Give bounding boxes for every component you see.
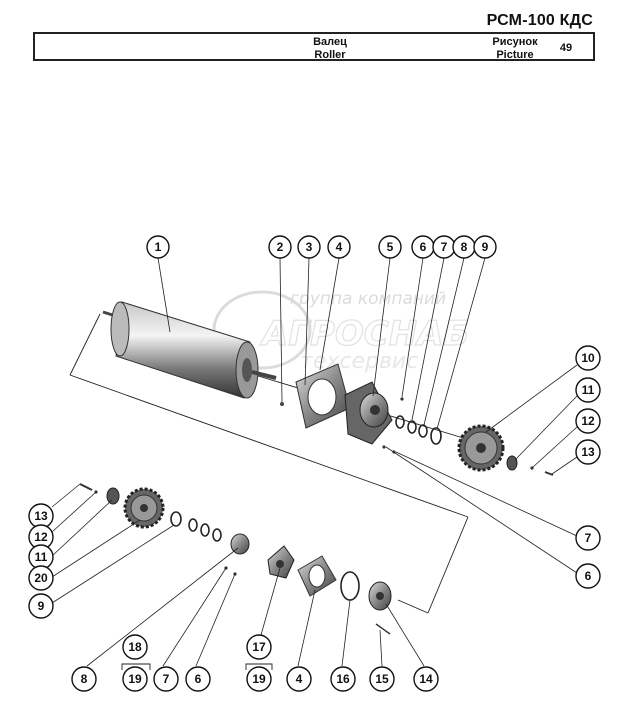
svg-text:19: 19 [252, 672, 266, 686]
sprocket-top [457, 424, 505, 472]
callout-6-bottom: 6 [185, 666, 211, 692]
svg-text:9: 9 [482, 240, 489, 254]
figure-number: 49 [559, 42, 573, 54]
rings-set-bottom [170, 511, 222, 542]
rings-set [395, 415, 442, 445]
callout-10: 10 [575, 345, 601, 371]
callout-12: 12 [575, 408, 601, 434]
callout-8-bottom: 8 [71, 666, 97, 692]
flange-plate-bottom [297, 555, 337, 597]
callout-1: 1 [146, 235, 170, 259]
callout-20-left: 20 [28, 565, 54, 591]
watermark-logo: группа компаний АГРОСНАБ техсервис [212, 289, 470, 374]
svg-text:11: 11 [582, 383, 595, 397]
svg-text:6: 6 [195, 672, 202, 686]
callout-19-bottom-b: 19 [246, 666, 272, 692]
washer-top [506, 455, 518, 471]
callout-17-bottom: 17 [246, 634, 272, 660]
svg-text:15: 15 [375, 672, 389, 686]
svg-text:1: 1 [155, 240, 162, 254]
watermark-line1: группа компаний [290, 289, 446, 309]
callout-11: 11 [575, 377, 601, 403]
svg-text:9: 9 [38, 599, 45, 613]
svg-text:7: 7 [163, 672, 170, 686]
callout-14-bottom: 14 [413, 666, 439, 692]
callout-13: 13 [575, 439, 601, 465]
svg-text:16: 16 [336, 672, 350, 686]
part-title-en: Roller [314, 49, 346, 61]
callout-19-bottom-a: 19 [122, 666, 148, 692]
svg-text:3: 3 [306, 240, 313, 254]
leader-lines [51, 257, 578, 667]
figure-label-ru: Рисунок [492, 36, 538, 48]
svg-text:18: 18 [128, 640, 142, 654]
header-table: Валец Roller Рисунок Picture 49 [33, 32, 595, 61]
callout-16-bottom: 16 [330, 666, 356, 692]
svg-text:19: 19 [128, 672, 142, 686]
watermark-line3: техсервис [300, 349, 418, 374]
callout-3: 3 [297, 235, 321, 259]
callout-18-bottom: 18 [122, 634, 148, 660]
svg-text:6: 6 [585, 569, 592, 583]
sprocket-bottom [123, 487, 165, 529]
bearing-flange-bottom [267, 545, 295, 579]
svg-text:12: 12 [581, 414, 595, 428]
svg-text:13: 13 [34, 509, 48, 523]
svg-text:6: 6 [420, 240, 427, 254]
callout-9: 9 [473, 235, 497, 259]
callout-labels: 1 2 3 4 5 6 7 8 9 10 11 12 13 7 6 13 12 … [28, 235, 601, 692]
callout-4-bottom: 4 [286, 666, 312, 692]
callout-6-right: 6 [575, 563, 601, 589]
svg-text:13: 13 [581, 445, 595, 459]
part-title-ru: Валец [313, 36, 347, 48]
bearing-cup [368, 581, 392, 611]
callout-6: 6 [411, 235, 435, 259]
callout-7-bottom: 7 [153, 666, 179, 692]
bearing-bottom [230, 533, 250, 555]
ring-16 [340, 571, 360, 601]
roller-drum [102, 301, 277, 399]
svg-text:2: 2 [277, 240, 284, 254]
svg-text:7: 7 [441, 240, 448, 254]
figure-label-en: Picture [496, 49, 534, 61]
svg-text:5: 5 [387, 240, 394, 254]
callout-9-left: 9 [28, 593, 54, 619]
svg-text:4: 4 [336, 240, 343, 254]
svg-text:17: 17 [252, 640, 266, 654]
svg-text:10: 10 [581, 351, 595, 365]
callout-7: 7 [432, 235, 456, 259]
callout-5: 5 [378, 235, 402, 259]
flange-plate [295, 363, 351, 429]
svg-text:11: 11 [35, 550, 48, 564]
pin-part [280, 402, 284, 406]
bearing-housing [344, 381, 393, 445]
washer-bottom [106, 487, 120, 505]
group-brackets [121, 663, 273, 670]
callout-15-bottom: 15 [369, 666, 395, 692]
svg-text:8: 8 [461, 240, 468, 254]
svg-text:12: 12 [34, 530, 48, 544]
model-title: РСМ-100 КДС [486, 12, 593, 29]
svg-text:4: 4 [296, 672, 303, 686]
callout-8: 8 [452, 235, 476, 259]
part-title: Валец Roller [285, 36, 375, 62]
figure-label: Рисунок Picture [480, 36, 550, 62]
callout-4: 4 [327, 235, 351, 259]
svg-text:8: 8 [81, 672, 88, 686]
callout-7-right: 7 [575, 525, 601, 551]
svg-text:14: 14 [419, 672, 433, 686]
watermark-line2: АГРОСНАБ [259, 314, 469, 354]
svg-text:20: 20 [34, 571, 48, 585]
callout-2: 2 [268, 235, 292, 259]
svg-text:7: 7 [585, 531, 592, 545]
